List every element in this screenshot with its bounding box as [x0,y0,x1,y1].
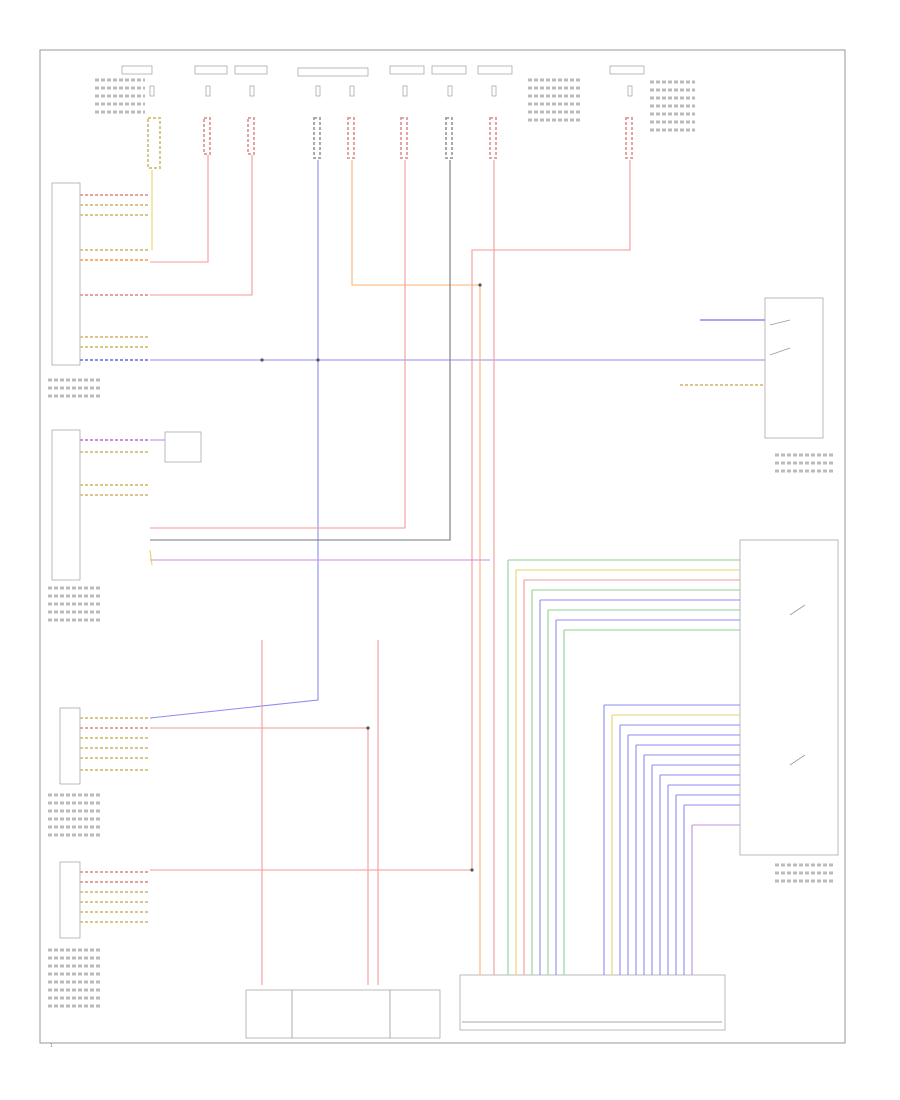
fuse-label-4 [297,67,369,77]
fuse-header-row [95,65,695,132]
connector-icon [445,117,453,159]
fuse-label-1 [95,65,153,114]
fuse-icon [315,85,321,97]
switch-icon [164,431,202,463]
fuse-icon [402,85,408,97]
fuse-icon [627,85,633,97]
module-top-left [48,182,150,398]
fuse-label-8 [609,65,695,132]
ground-icon-group [260,283,482,872]
connector-icon [147,117,161,169]
diagram-frame [39,49,846,1044]
splice-icon [366,726,370,730]
module-bottom-right [389,989,441,1039]
connector-icon [489,117,497,159]
splice-icon [478,283,482,287]
page-number: 1 [50,1043,53,1048]
fuse-icon-group [149,85,633,97]
module-left-lower-1 [48,707,150,837]
module-bottom-center [291,989,391,1039]
connector-icon [247,117,255,155]
fuse-label-5 [389,65,425,75]
fuse-label-6 [431,65,467,75]
fuse-icon [205,85,211,97]
module-left-lower-2 [48,861,150,1008]
module-right-large [739,539,839,883]
fuse-icon [447,85,453,97]
fuse-icon [349,85,355,97]
module-right-switch [680,297,835,473]
connector-icon [625,117,633,159]
connector-stub-group [147,117,633,169]
fuse-label-3 [234,65,268,75]
connector-icon [203,117,211,155]
module-bottom-left [245,989,293,1039]
connector-block-bottom [459,974,726,1031]
wire-group [149,155,765,985]
fuse-icon [491,85,497,97]
splice-icon [470,868,474,872]
fuse-icon [249,85,255,97]
connector-icon [400,117,408,159]
module-left-middle [48,429,202,622]
splice-icon [316,358,320,362]
connector-icon [347,117,355,159]
fuse-label-7 [477,65,580,122]
splice-icon [260,358,264,362]
fuse-icon [149,85,155,97]
connector-icon [313,117,321,159]
fuse-label-2 [194,65,228,75]
